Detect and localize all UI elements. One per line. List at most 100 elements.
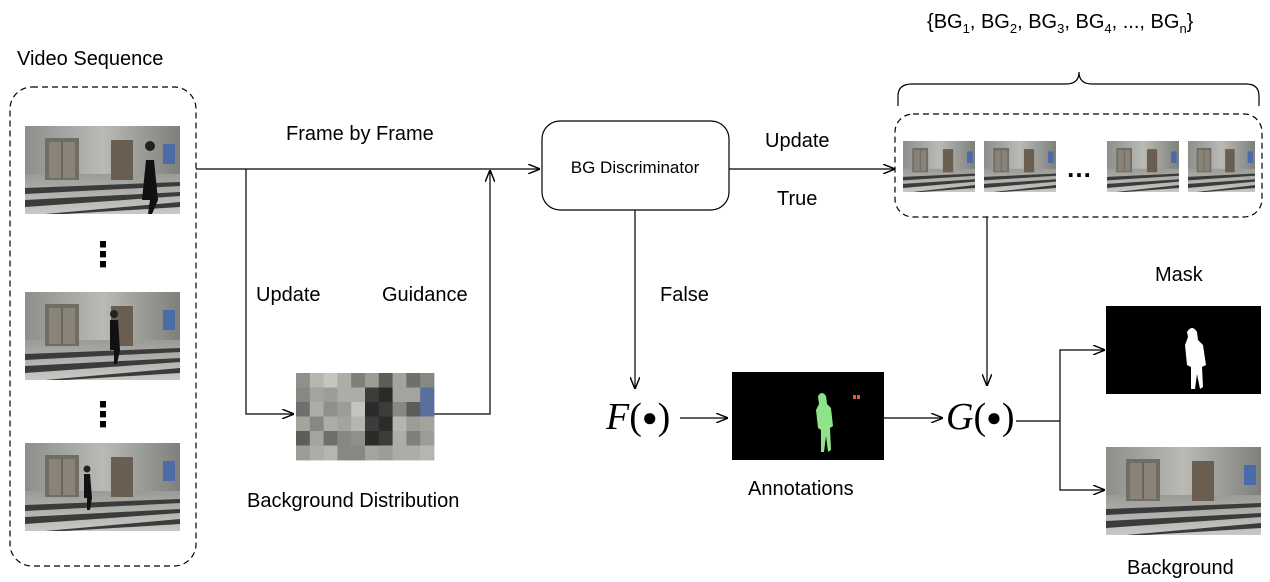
pixel-cell (309, 402, 324, 417)
background-label: Background (1127, 557, 1234, 579)
pixel-cell (406, 416, 421, 432)
pixel-cell (392, 402, 407, 417)
guidance-arrow (434, 171, 490, 415)
update-distribution-arrow (245, 169, 293, 414)
pixel-cell (296, 402, 311, 417)
pixel-cell (406, 445, 421, 461)
bg-frame-2 (984, 141, 1056, 192)
bg-frame-1 (903, 141, 975, 192)
f-function-arg: ● (641, 403, 658, 432)
pixel-cell (296, 416, 311, 432)
bg-frame-3 (1107, 141, 1179, 192)
pixel-cell (420, 402, 435, 417)
pixel-cell (406, 387, 421, 403)
bg-set-label: {BG1, BG2, BG3, BG4, ..., BGn} (927, 12, 1193, 35)
pixel-cell (420, 431, 435, 446)
pixel-cell (337, 373, 352, 388)
video-frame-3 (25, 443, 180, 531)
pixel-cell (351, 387, 366, 403)
g-function-name: G (946, 396, 974, 438)
pixel-cell (296, 373, 311, 388)
f-function-name: F (606, 396, 630, 438)
pixel-cell (323, 402, 338, 417)
annotations-label: Annotations (748, 478, 854, 500)
pixel-cell (351, 402, 366, 417)
bg-discriminator-label: BG Discriminator (570, 158, 700, 177)
guidance-label: Guidance (382, 284, 468, 306)
pixel-cell (392, 431, 407, 446)
video-sequence-label: Video Sequence (17, 48, 164, 70)
pixel-cell (337, 402, 352, 417)
pixel-cell (365, 431, 380, 446)
bg-set-close-brace: } (1186, 11, 1194, 33)
pixel-cell (323, 387, 338, 403)
pixel-cell (323, 445, 338, 461)
video-sequence-container (9, 86, 197, 567)
pixel-cell (309, 387, 324, 403)
pixel-cell (378, 431, 393, 446)
g-to-background-arrow (1059, 421, 1104, 490)
bg-set-open-brace: { (927, 11, 934, 33)
vertical-dots-1: ⋮ (86, 236, 120, 274)
mask-label: Mask (1155, 264, 1203, 286)
bg-set-item: BGn (1150, 11, 1187, 36)
pixel-cell (365, 373, 380, 388)
pixel-cell (406, 373, 421, 388)
f-function: F(●) (606, 396, 671, 438)
pixel-cell (323, 431, 338, 446)
bg-set-container (894, 113, 1263, 218)
pixel-cell (296, 445, 311, 461)
mask-image (1106, 306, 1261, 394)
background-distribution-label: Background Distribution (247, 490, 460, 512)
true-label: True (777, 188, 818, 210)
pixel-cell (392, 387, 407, 403)
pixel-cell (351, 431, 366, 446)
video-frame-2 (25, 292, 180, 380)
video-frame-1 (25, 126, 180, 214)
pixel-cell (365, 416, 380, 432)
pixel-cell (365, 387, 380, 403)
pixel-cell (323, 416, 338, 432)
pixel-cell (337, 387, 352, 403)
pixel-cell (378, 387, 393, 403)
pixel-cell (420, 373, 435, 388)
background-output-image (1106, 447, 1261, 535)
pixel-cell (351, 416, 366, 432)
pixel-cell (296, 431, 311, 446)
pixel-cell (378, 402, 393, 417)
pixel-cell (406, 402, 421, 417)
vertical-dots-2: ⋮ (86, 396, 120, 434)
pixel-cell (378, 416, 393, 432)
pixel-cell (365, 402, 380, 417)
g-to-mask-arrow (1059, 350, 1104, 421)
annotations-image (732, 372, 884, 460)
pixel-cell (378, 373, 393, 388)
bg-set-ellipsis: … (1066, 153, 1092, 183)
pixel-cell (337, 416, 352, 432)
pixel-cell (337, 431, 352, 446)
pixel-cell (323, 373, 338, 388)
update-label-right: Update (765, 130, 830, 152)
g-function: G(●) (946, 396, 1015, 438)
pixel-cell (420, 387, 435, 403)
pixel-cell (392, 416, 407, 432)
pixel-cell (337, 445, 352, 461)
pixel-cell (420, 416, 435, 432)
pixel-cell (309, 445, 324, 461)
pixel-cell (365, 445, 380, 461)
g-function-arg: ● (986, 403, 1002, 432)
bg-set-item: BG4, ..., (1075, 11, 1151, 36)
pixel-cell (351, 445, 366, 461)
bg-set-item: BG2, (980, 11, 1029, 36)
false-label: False (660, 284, 709, 306)
update-label-left: Update (256, 284, 321, 306)
bg-set-item: BG1, (933, 11, 981, 36)
pixel-cell (296, 387, 311, 403)
pixel-cell (309, 431, 324, 446)
frame-by-frame-label: Frame by Frame (286, 123, 434, 145)
bg-set-brace (897, 71, 1260, 106)
background-distribution-image (296, 373, 435, 461)
bg-frame-n (1188, 141, 1255, 192)
pixel-cell (309, 416, 324, 432)
